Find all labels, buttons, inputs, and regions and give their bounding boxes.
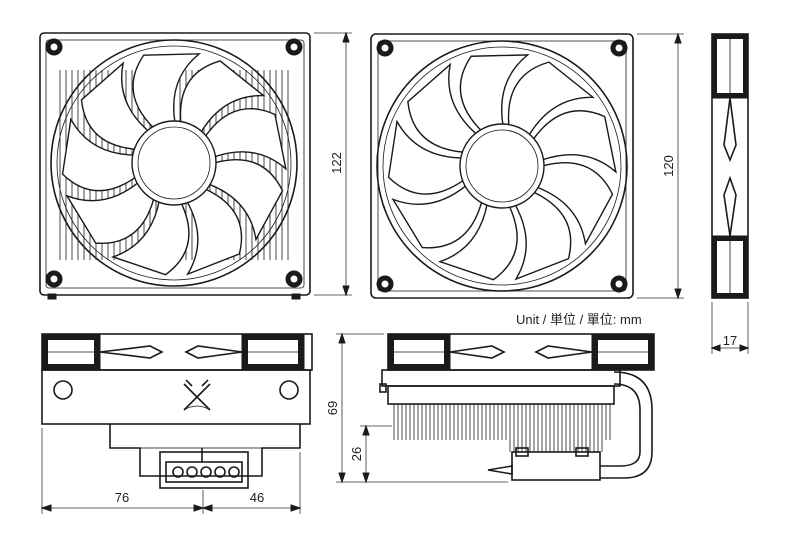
front-fan-hub <box>131 120 217 206</box>
fan-view: 120 <box>370 32 684 300</box>
fan-blade <box>531 110 617 174</box>
fan-blade <box>407 62 479 154</box>
dim-label-76: 76 <box>115 490 129 505</box>
dim-fan-height: 120 <box>637 32 684 300</box>
logo-mark <box>183 379 211 411</box>
dim-bottom-widths: 76 46 <box>40 428 302 514</box>
fan-blade <box>179 60 266 134</box>
fan-blade <box>61 117 138 192</box>
fan-blade <box>185 187 243 276</box>
dim-front-height: 122 <box>314 31 352 297</box>
dim-label-120: 120 <box>661 155 676 177</box>
dim-heights: 69 26 <box>325 332 508 484</box>
fan-blade <box>65 181 155 244</box>
side-view-left: 76 46 <box>40 333 313 514</box>
dim-label-26: 26 <box>349 447 364 461</box>
front-view: 122 <box>39 31 352 300</box>
side-view-right: 69 26 <box>325 332 655 484</box>
fan-blade <box>387 119 466 195</box>
dim-fan-thickness: 17 <box>710 302 750 354</box>
fan-blade <box>437 202 518 281</box>
fan-blade <box>535 162 614 246</box>
fan-blades <box>387 54 617 281</box>
dim-label-69: 69 <box>325 401 340 415</box>
front-fan-blades <box>61 53 287 276</box>
fan-blade <box>203 107 287 171</box>
front-corner-screws <box>45 38 303 288</box>
fan-blade <box>110 199 190 276</box>
fan-blade <box>80 61 151 151</box>
fan-blade <box>507 61 596 137</box>
dim-label-46: 46 <box>250 490 264 505</box>
fan-blade <box>391 184 483 249</box>
fan-side-view: 17 <box>710 33 750 354</box>
dim-label-122: 122 <box>329 152 344 174</box>
side-heatsink-fins <box>393 404 611 452</box>
fan-blade <box>207 159 284 242</box>
fan-blade <box>513 190 572 281</box>
fan-hub <box>459 123 545 209</box>
fan-blade <box>459 54 530 133</box>
unit-label: Unit / 単位 / 單位: mm <box>516 312 642 327</box>
fan-blade <box>132 53 202 130</box>
fan-corner-screws <box>376 39 628 293</box>
dim-label-17: 17 <box>723 333 737 348</box>
base-connector-holes <box>172 466 240 478</box>
